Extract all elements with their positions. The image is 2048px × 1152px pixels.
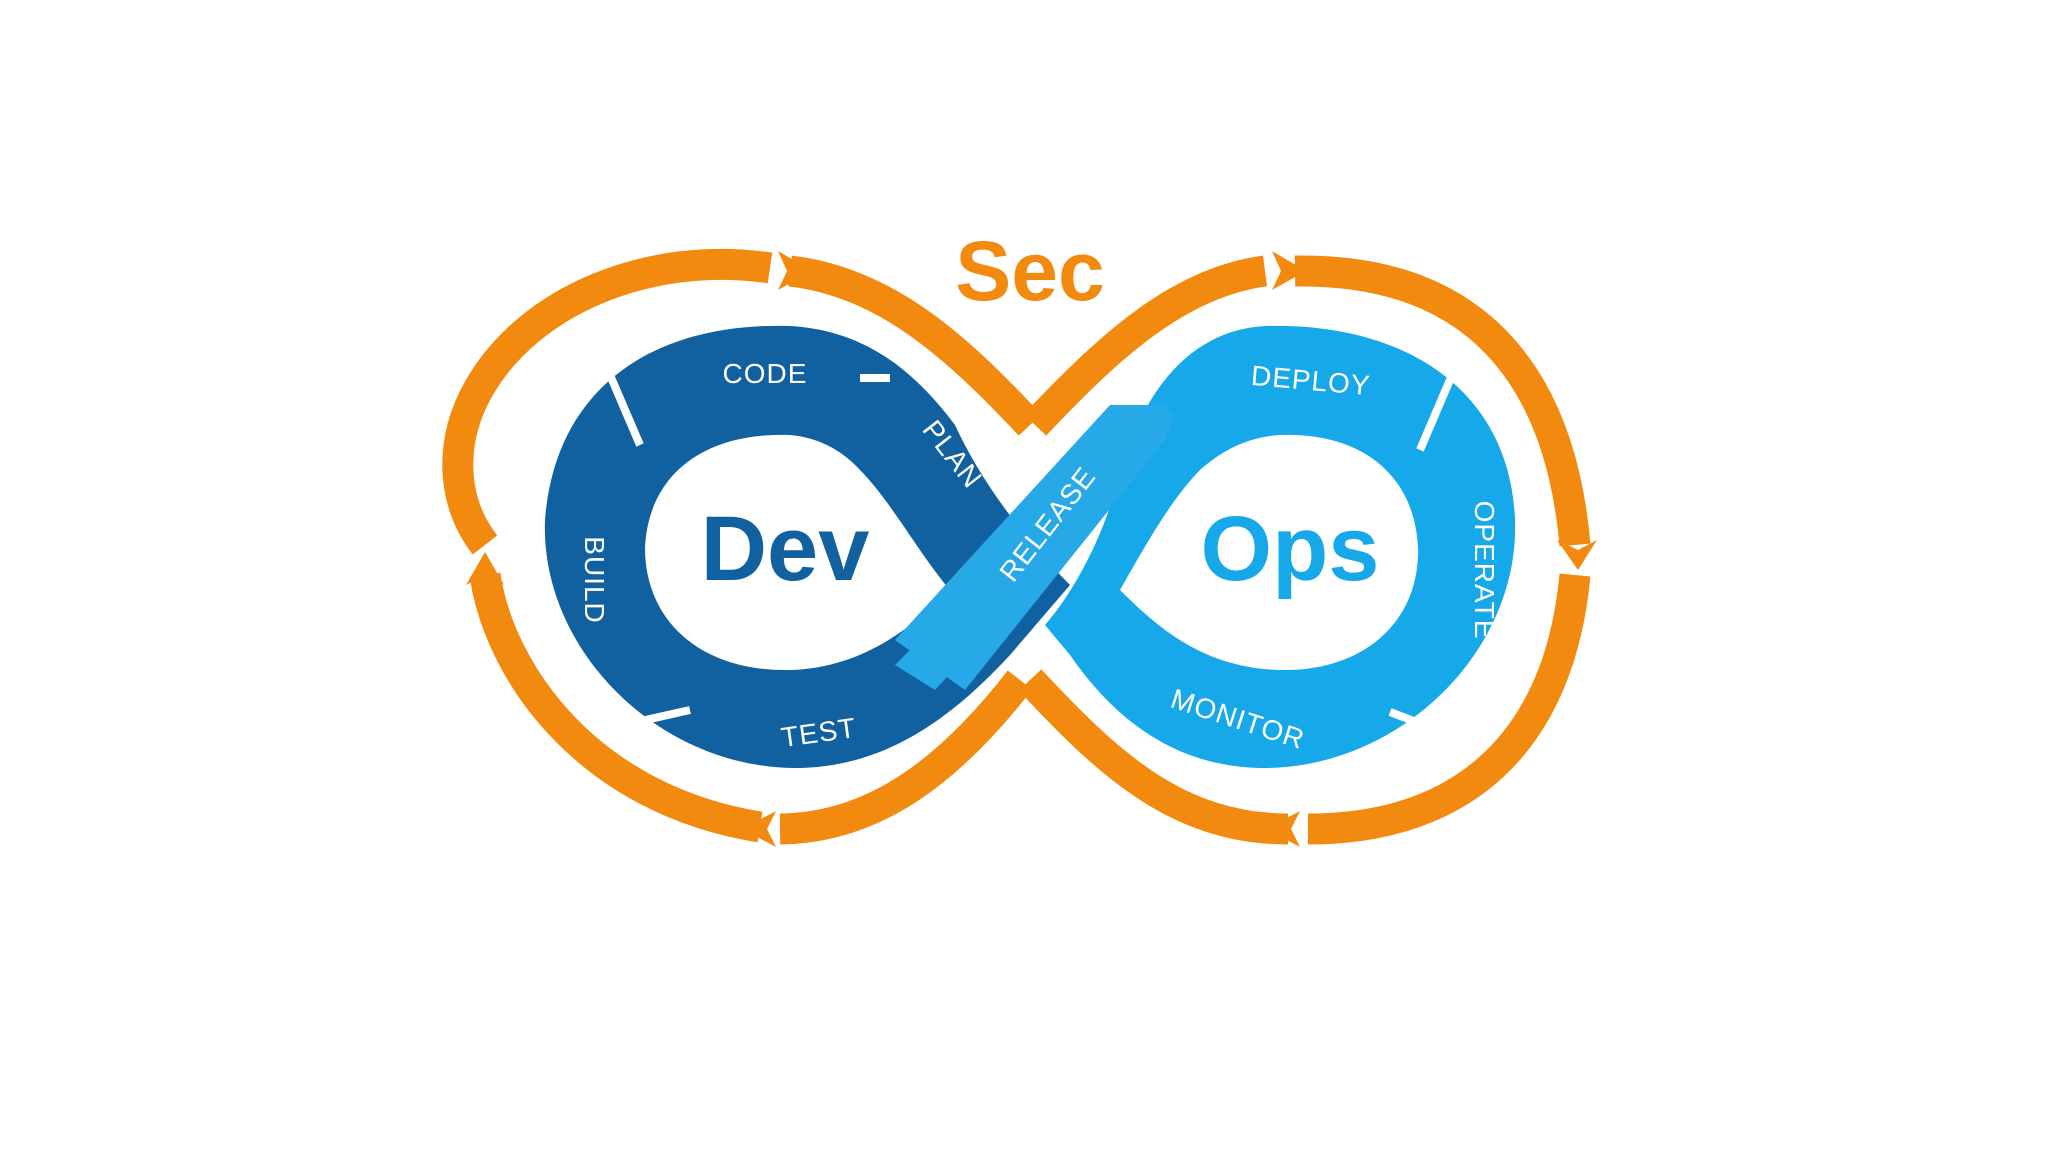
sec-arrowhead-top-right: [1272, 251, 1306, 290]
sec-label: Sec: [955, 224, 1104, 318]
sec-ring-segment-top-center-left: [788, 255, 1042, 436]
sec-ring-segment-left-top: [442, 248, 773, 555]
ops-separator-deploy-operate: [1416, 366, 1459, 452]
ops-inner-hole: [1120, 434, 1419, 671]
ops-separator-operate-monitor: [1388, 708, 1452, 739]
release-ribbon: RELEASE: [895, 405, 1175, 690]
release-ribbon-body: [895, 405, 1170, 690]
sec-arrowhead-bottom-left: [742, 811, 776, 847]
sec-arrowhead-top-left: [778, 251, 812, 290]
stage-build: BUILD: [579, 536, 610, 623]
dev-label: Dev: [701, 498, 870, 600]
ops-label: Ops: [1201, 498, 1380, 600]
stage-code: CODE: [723, 358, 808, 389]
dev-separator-code-build: [606, 373, 644, 447]
sec-arrowhead-right-side: [1557, 540, 1597, 570]
sec-ring-segment-bottom-center-right: [1018, 669, 1289, 845]
dev-separator-build-test: [609, 706, 691, 732]
sec-ring-segment-left-bottom: [469, 572, 763, 843]
sec-ring: Sec: [442, 224, 1597, 847]
stage-operate: OPERATE: [1469, 501, 1500, 640]
dev-inner-hole: [645, 434, 950, 671]
sec-ring-segment-right-lower: [1307, 573, 1591, 845]
sec-ring-segment-bottom-center-left: [779, 670, 1033, 845]
sec-arrowhead-bottom-right: [1266, 811, 1300, 847]
sec-ring-segment-right-top: [1023, 255, 1268, 436]
sec-ring-segment-right-upper: [1294, 255, 1591, 547]
sec-arrowhead-left-side: [466, 552, 504, 585]
dev-loop: Dev CODE PLAN BUILD TEST: [544, 325, 1070, 769]
ops-loop: Ops DEPLOY OPERATE MONITOR: [1045, 325, 1516, 769]
